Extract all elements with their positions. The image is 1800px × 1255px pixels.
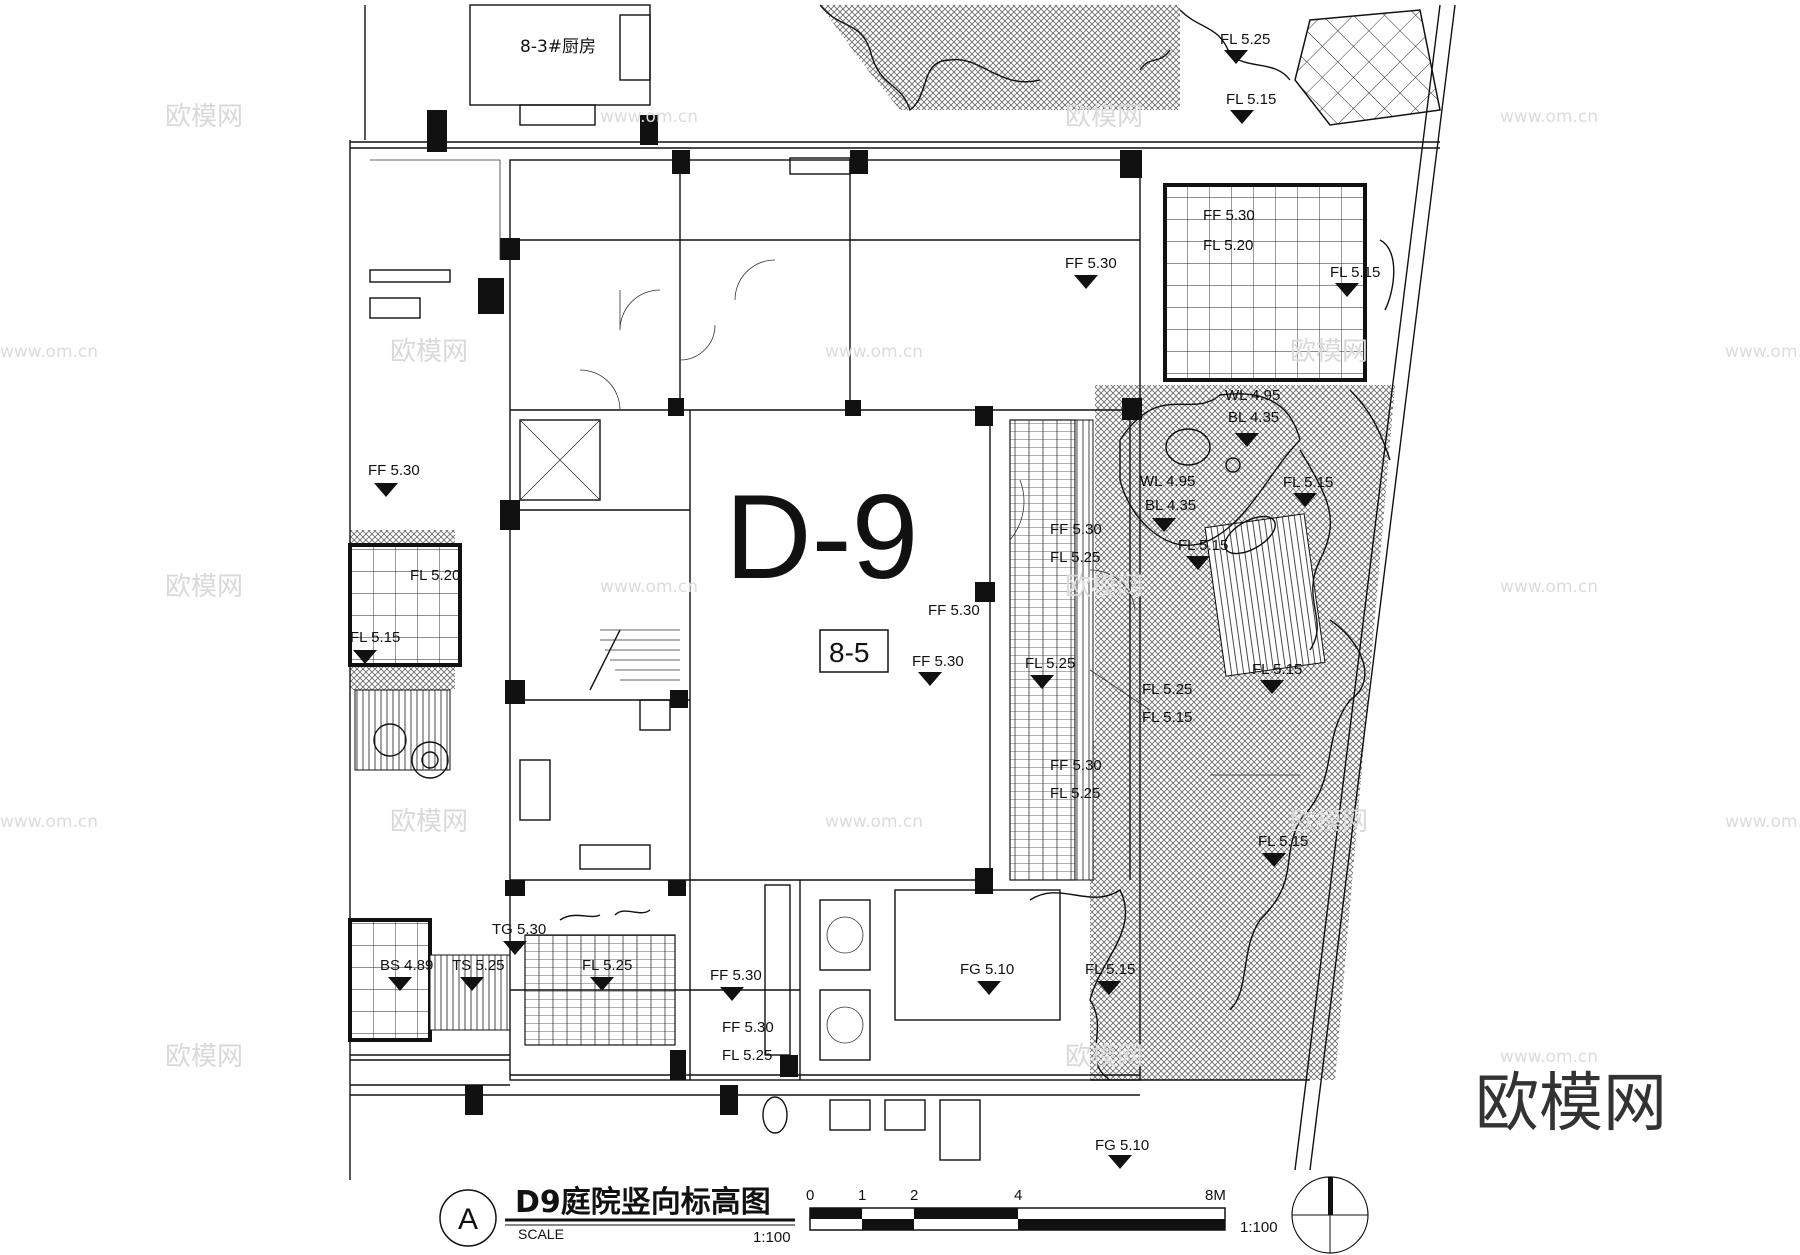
watermark-url: www.om.cn [825, 342, 923, 362]
bar-tick-label: 8M [1205, 1187, 1226, 1204]
elevation-label: FF 5.30 [722, 1019, 774, 1036]
watermark-brand: 欧模网 [1065, 572, 1143, 602]
drawing-title: D9庭院竖向标高图 [515, 1185, 771, 1220]
watermark-url: www.om.cn [1500, 107, 1598, 127]
watermark-brand: 欧模网 [390, 337, 468, 367]
elevation-label: FL 5.15 [1226, 91, 1276, 108]
bar-tick-label: 1 [858, 1187, 866, 1204]
watermark-url: www.om.cn [600, 577, 698, 597]
elevation-label: FG 5.10 [1095, 1137, 1149, 1154]
north-arrow-icon [1291, 1176, 1369, 1254]
elevation-label: FL 5.20 [1203, 237, 1253, 254]
garden-rocks [373, 4, 1395, 1081]
elevation-label: FF 5.30 [368, 462, 420, 479]
elevation-label: FL 5.15 [1178, 537, 1228, 554]
watermark-url: www.om.cn [1725, 812, 1800, 832]
elevation-label: FL 5.25 [582, 957, 632, 974]
watermark-brand: 欧模网 [165, 572, 243, 602]
watermark-brand: 欧模网 [1290, 807, 1368, 837]
elevation-label: BS 4.89 [380, 957, 433, 974]
watermark-url: www.om.cn [1500, 577, 1598, 597]
elevation-markers [353, 50, 1359, 1169]
elevation-label: WL 4.95 [1140, 473, 1195, 490]
staircase [519, 419, 680, 691]
walkway-east-edge [1074, 419, 1094, 881]
door-swings [579, 259, 1136, 611]
elevation-label: FL 5.15 [1142, 709, 1192, 726]
sub-label: 8-5 [829, 637, 869, 668]
grid-terrace-left [348, 543, 462, 667]
grid-terrace-bottom-left [348, 918, 432, 1042]
sub-label-box [819, 629, 889, 673]
elevation-label: FF 5.30 [1203, 207, 1255, 224]
elevation-label: FL 5.25 [1220, 31, 1270, 48]
scale-value: 1:100 [753, 1229, 791, 1246]
scale-word: SCALE [518, 1226, 564, 1242]
unit-label: D-9 [725, 470, 918, 604]
elevation-label: TS 5.25 [452, 957, 505, 974]
watermark-url: www.om.cn [0, 342, 98, 362]
watermark-brand: 欧模网 [1065, 102, 1143, 132]
elevation-label: FF 5.30 [912, 653, 964, 670]
boundary-lines [349, 4, 1456, 1180]
elevation-label: FL 5.25 [1025, 655, 1075, 672]
title-block: A D9庭院竖向标高图 SCALE 1:100 0 1 2 4 8M 1:100 [439, 1176, 1369, 1254]
watermark-url: www.om.cn [1725, 342, 1800, 362]
kitchen-label: 8-3#厨房 [520, 37, 596, 57]
bar-tick-label: 4 [1014, 1187, 1022, 1204]
diamond-terrace [1294, 9, 1441, 126]
bar-scale-value: 1:100 [1240, 1219, 1278, 1236]
brand-logo-text: 欧模网 [1475, 1067, 1667, 1141]
elevation-label: FL 5.25 [722, 1047, 772, 1064]
title-circle-letter: A [458, 1203, 478, 1236]
bar-scale: 0 1 2 4 8M 1:100 [806, 1187, 1278, 1236]
elevation-label: FF 5.30 [1050, 757, 1102, 774]
watermarks: 欧模网 欧模网 欧模网 欧模网 欧模网 欧模网 欧模网 欧模网 欧模网 欧模网 … [0, 102, 1800, 1072]
wall-columns [427, 110, 1142, 1115]
wood-deck-right [1204, 513, 1326, 677]
title-circle [439, 1189, 497, 1247]
entry-step-strip [429, 954, 511, 1031]
elevation-label: FL 5.25 [1050, 549, 1100, 566]
elevation-label: FL 5.15 [1252, 661, 1302, 678]
walkway-east [1009, 419, 1076, 881]
elevation-label: BL 4.35 [1145, 497, 1196, 514]
elevation-label: FL 5.15 [1258, 833, 1308, 850]
elevation-label: FL 5.25 [1050, 785, 1100, 802]
elevation-label: FL 5.15 [350, 629, 400, 646]
watermark-brand: 欧模网 [1065, 1042, 1143, 1072]
elevation-labels: FL 5.25 FL 5.15 FF 5.30 FL 5.20 FL 5.15 … [350, 31, 1380, 1154]
bar-tick-label: 0 [806, 1187, 814, 1204]
watermark-brand: 欧模网 [165, 1042, 243, 1072]
elevation-label: FL 5.15 [1330, 264, 1380, 281]
elevation-label: FL 5.15 [1085, 961, 1135, 978]
elevation-label: FF 5.30 [1050, 521, 1102, 538]
watermark-url: www.om.cn [600, 107, 698, 127]
elevation-label: FF 5.30 [710, 967, 762, 984]
bar-tick-label: 2 [910, 1187, 918, 1204]
elevation-label: BL 4.35 [1228, 409, 1279, 426]
watermark-brand: 欧模网 [390, 807, 468, 837]
kitchen-fixtures [369, 4, 1061, 1161]
elevation-label: FG 5.10 [960, 961, 1014, 978]
watermark-url: www.om.cn [825, 812, 923, 832]
building-outline [350, 141, 1440, 1096]
elevation-label: FL 5.25 [1142, 681, 1192, 698]
elevation-label: WL 4.95 [1225, 387, 1280, 404]
watermark-brand: 欧模网 [1290, 337, 1368, 367]
elevation-label: FF 5.30 [928, 602, 980, 619]
watermark-brand: 欧模网 [165, 102, 243, 132]
watermark-url: www.om.cn [1500, 1047, 1598, 1067]
elevation-label: FF 5.30 [1065, 255, 1117, 272]
elevation-label: TG 5.30 [492, 921, 546, 938]
grid-terrace-right [1163, 183, 1367, 382]
watermark-url: www.om.cn [0, 812, 98, 832]
elevation-label: FL 5.20 [410, 567, 460, 584]
elevation-label: FL 5.15 [1283, 474, 1333, 491]
